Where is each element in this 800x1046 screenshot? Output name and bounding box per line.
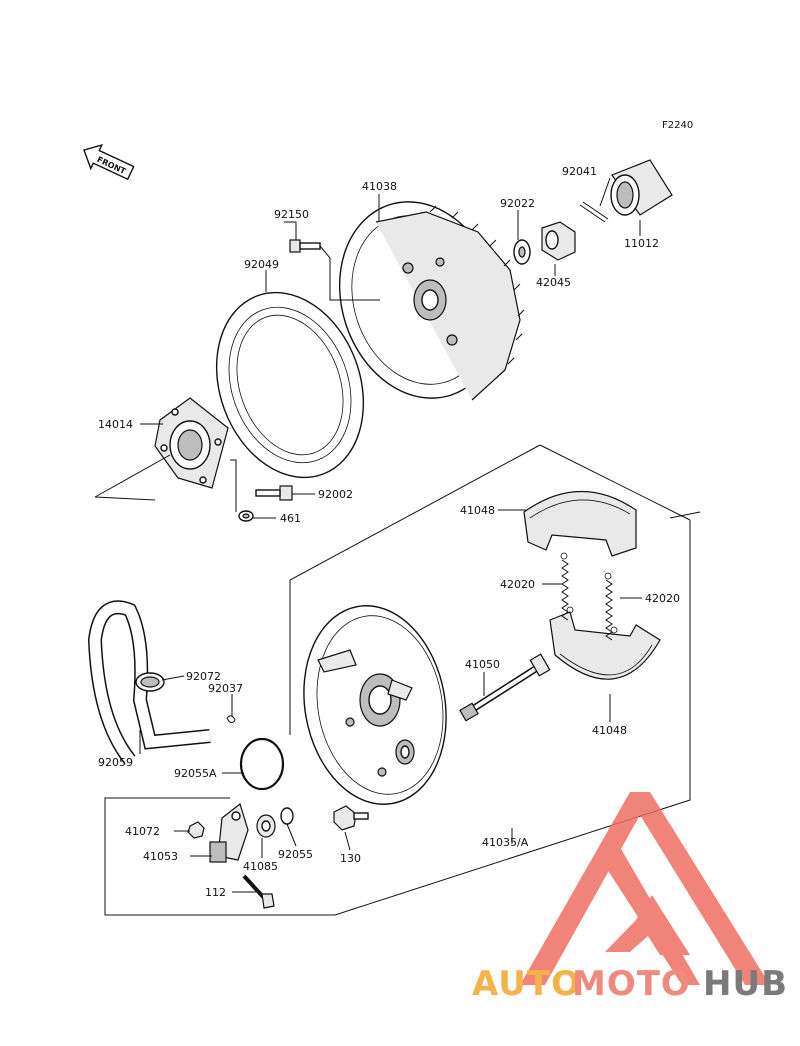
spring-right: [604, 572, 618, 641]
label-41035A: 41035/A: [482, 836, 529, 849]
front-arrow-icon: FRONT: [83, 143, 135, 181]
label-92037: 92037: [208, 682, 243, 695]
label-41038: 41038: [362, 180, 397, 193]
label-41072: 41072: [125, 825, 160, 838]
label-41085: 41085: [243, 860, 278, 873]
label-41048-bottom: 41048: [592, 724, 627, 737]
leader-lines: [139, 177, 642, 893]
washer-461: [230, 459, 254, 522]
label-92055A: 92055A: [174, 767, 217, 780]
seal-41085: [256, 814, 276, 838]
bolt-92150: [289, 239, 380, 301]
label-42020-left: 42020: [500, 578, 535, 591]
label-461: 461: [280, 512, 301, 525]
spring-left: [560, 552, 574, 621]
brake-drum: [338, 201, 525, 401]
cap-11012: [610, 159, 673, 216]
watermark-text-moto: MOTO: [572, 964, 691, 1004]
label-92150: 92150: [274, 208, 309, 221]
cotter-pin-92041: [579, 201, 609, 223]
label-41053: 41053: [143, 850, 178, 863]
watermark-text-auto: AUTO: [472, 964, 581, 1004]
label-41050: 41050: [465, 658, 500, 671]
ref-code: F2240: [662, 120, 693, 131]
assembly-bracket: [104, 444, 701, 916]
watermark-logo: [520, 792, 770, 985]
seal-ring-92049: [215, 291, 365, 479]
flange-14014: [94, 397, 229, 501]
label-92049: 92049: [244, 258, 279, 271]
hose-92059: [87, 600, 211, 765]
label-14014: 14014: [98, 418, 133, 431]
bolt-92002: [255, 485, 293, 501]
label-92002: 92002: [318, 488, 353, 501]
watermark-text-hub: HUB: [703, 964, 788, 1004]
label-92022: 92022: [500, 197, 535, 210]
bolt-112: [242, 874, 275, 909]
brake-shoe-bottom: [549, 611, 661, 680]
bolt-130: [333, 805, 369, 831]
label-92072: 92072: [186, 670, 221, 683]
label-41048-top: 41048: [460, 504, 495, 517]
label-42020-right: 42020: [645, 592, 680, 605]
brake-panel: [303, 605, 447, 805]
o-ring-92055A: [239, 737, 285, 791]
label-11012: 11012: [624, 237, 659, 250]
clamp-92072: [135, 672, 165, 692]
o-ring-92055: [280, 807, 294, 825]
label-92055: 92055: [278, 848, 313, 861]
label-130: 130: [340, 852, 361, 865]
clip-92037: [226, 715, 236, 724]
lever-41053: [209, 802, 249, 863]
camshaft-41050: [459, 653, 551, 722]
label-92041: 92041: [562, 165, 597, 178]
label-92059: 92059: [98, 756, 133, 769]
nut-41072: [187, 821, 205, 839]
label-112: 112: [205, 886, 226, 899]
brake-shoe-top: [523, 490, 637, 557]
washer-92022: [513, 239, 531, 265]
label-42045: 42045: [536, 276, 571, 289]
nut-42045: [541, 221, 576, 261]
